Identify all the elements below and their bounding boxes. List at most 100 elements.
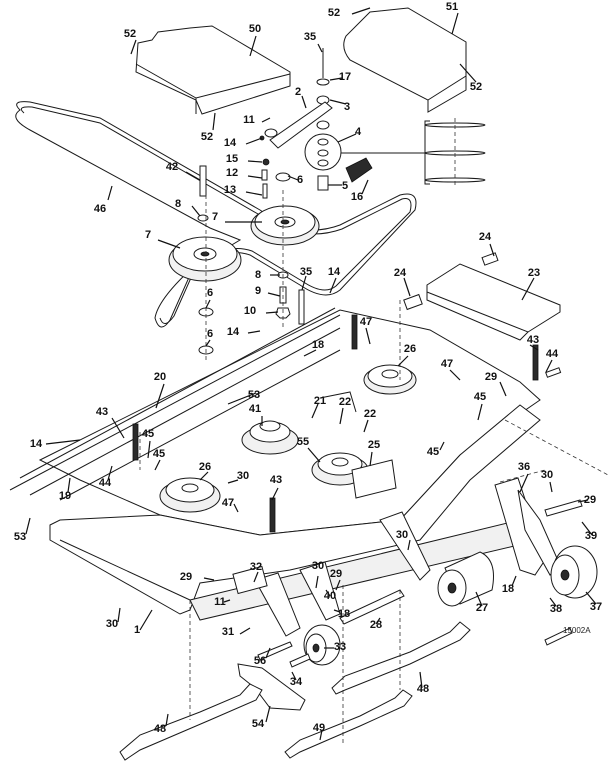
callout-screw-guide-left: 14 <box>30 438 81 450</box>
callout-label: 22 <box>339 396 351 408</box>
callout-label: 52 <box>201 131 213 143</box>
callout-spacer-lower: 9 <box>255 285 281 297</box>
callout-label: 14 <box>328 266 341 278</box>
callout-label: 12 <box>226 167 238 179</box>
callout-screw-cover-right-side: 52 <box>459 63 482 93</box>
callout-nut-left: 45 <box>142 428 154 459</box>
callout-nut-small: 15 <box>226 153 263 165</box>
leader-line <box>329 77 343 81</box>
callout-washer-lower: 8 <box>255 269 280 281</box>
callout-label: 27 <box>476 602 488 614</box>
callout-pin: 13 <box>224 184 263 196</box>
leader-line <box>233 503 239 513</box>
leader-line <box>147 440 151 459</box>
callout-label: 8 <box>255 269 261 281</box>
leader-line <box>261 117 271 123</box>
leader-line <box>111 417 125 439</box>
callout-screw-cover-left-lower: 52 <box>201 112 216 143</box>
callout-label: 47 <box>360 316 372 328</box>
callout-nut-deck-front: 30 <box>106 607 121 630</box>
callout-label: 34 <box>290 676 303 688</box>
leader-line <box>245 191 263 196</box>
callout-label: 21 <box>314 395 326 407</box>
callout-wheel-bolt: 39 <box>581 521 597 542</box>
callout-nut-deck: 18 <box>303 339 324 357</box>
leader-line <box>301 275 307 291</box>
callout-label: 9 <box>255 285 261 297</box>
leader-line <box>139 609 153 631</box>
callout-label: 1 <box>134 624 140 636</box>
belt-cover-right <box>343 7 467 113</box>
callout-label: 14 <box>224 137 237 149</box>
callout-clip-left: 47 <box>222 497 239 513</box>
callout-label: 11 <box>243 114 255 126</box>
leader-line <box>545 359 553 373</box>
callout-label: 29 <box>584 494 596 506</box>
callout-bushing: 3 <box>329 99 350 113</box>
callout-label: 17 <box>339 71 351 83</box>
callout-label: 30 <box>312 560 324 572</box>
callout-blade-center: 49 <box>313 722 325 741</box>
callout-label: 45 <box>427 446 439 458</box>
callout-label: 6 <box>207 287 213 299</box>
callout-label: 30 <box>541 469 553 481</box>
callout-label: 42 <box>166 161 178 173</box>
gauge-wheel <box>550 545 598 599</box>
callout-belt-guide-upper: 20 <box>154 371 166 409</box>
leader-line <box>519 473 529 493</box>
callout-nut-left-2: 45 <box>153 448 165 471</box>
leader-line <box>489 243 495 257</box>
callout-label: 8 <box>175 198 181 210</box>
mulch-blade <box>237 663 306 711</box>
callout-label: 46 <box>94 203 106 215</box>
leader-line <box>307 447 321 463</box>
callout-label: 37 <box>590 601 602 613</box>
callout-label: 24 <box>394 267 407 279</box>
blade-right <box>331 621 471 695</box>
callout-front-wheel-axle: 34 <box>290 671 303 688</box>
callout-spacer-washer-lower: 6 <box>205 287 213 309</box>
callout-label: 2 <box>295 86 301 98</box>
wheel-bracket <box>494 477 561 576</box>
leader-line <box>319 729 323 741</box>
callout-nut-front: 30 <box>312 560 324 589</box>
callout-label: 18 <box>312 339 324 351</box>
callout-label: 28 <box>370 619 382 631</box>
leader-line <box>311 403 319 419</box>
callout-label: 45 <box>474 391 486 403</box>
idler-pulley-lower <box>168 236 242 282</box>
callout-label: 18 <box>338 608 350 620</box>
callout-label: 43 <box>527 334 539 346</box>
leader-line <box>335 579 341 591</box>
callout-label: 40 <box>324 590 336 602</box>
callout-rod: 21 <box>311 395 326 419</box>
leader-line <box>585 591 597 605</box>
leader-line <box>45 439 81 445</box>
leader-line <box>317 43 323 53</box>
leader-line <box>315 575 319 589</box>
leader-line <box>227 392 257 405</box>
leader-line <box>329 99 347 105</box>
leader-line <box>369 451 373 467</box>
callout-clutch-bracket: 25 <box>368 439 380 467</box>
hardware-upper <box>197 128 305 360</box>
leader-line <box>451 12 459 35</box>
callout-screw-front: 29 <box>330 568 342 591</box>
callout-label: 52 <box>470 81 482 93</box>
callout-nut-front-bottom: 11 <box>214 596 231 608</box>
leader-line <box>253 571 259 583</box>
callout-nut-wheel-bracket: 30 <box>541 469 553 493</box>
callout-label: 3 <box>344 101 350 113</box>
callout-label: 47 <box>222 497 234 509</box>
callout-roller: 27 <box>475 591 488 614</box>
leader-line <box>247 175 263 179</box>
leader-line <box>265 705 271 723</box>
leader-line <box>191 205 201 217</box>
callout-roller-axle: 28 <box>370 617 382 631</box>
callout-screw-cover-right-top: 52 <box>328 7 371 19</box>
callout-label: 49 <box>313 722 325 734</box>
callout-idler-pulley-lower: 7 <box>145 229 181 249</box>
hanger-bracket <box>403 252 562 381</box>
leader-line <box>271 487 279 501</box>
callout-label: 29 <box>330 568 342 580</box>
